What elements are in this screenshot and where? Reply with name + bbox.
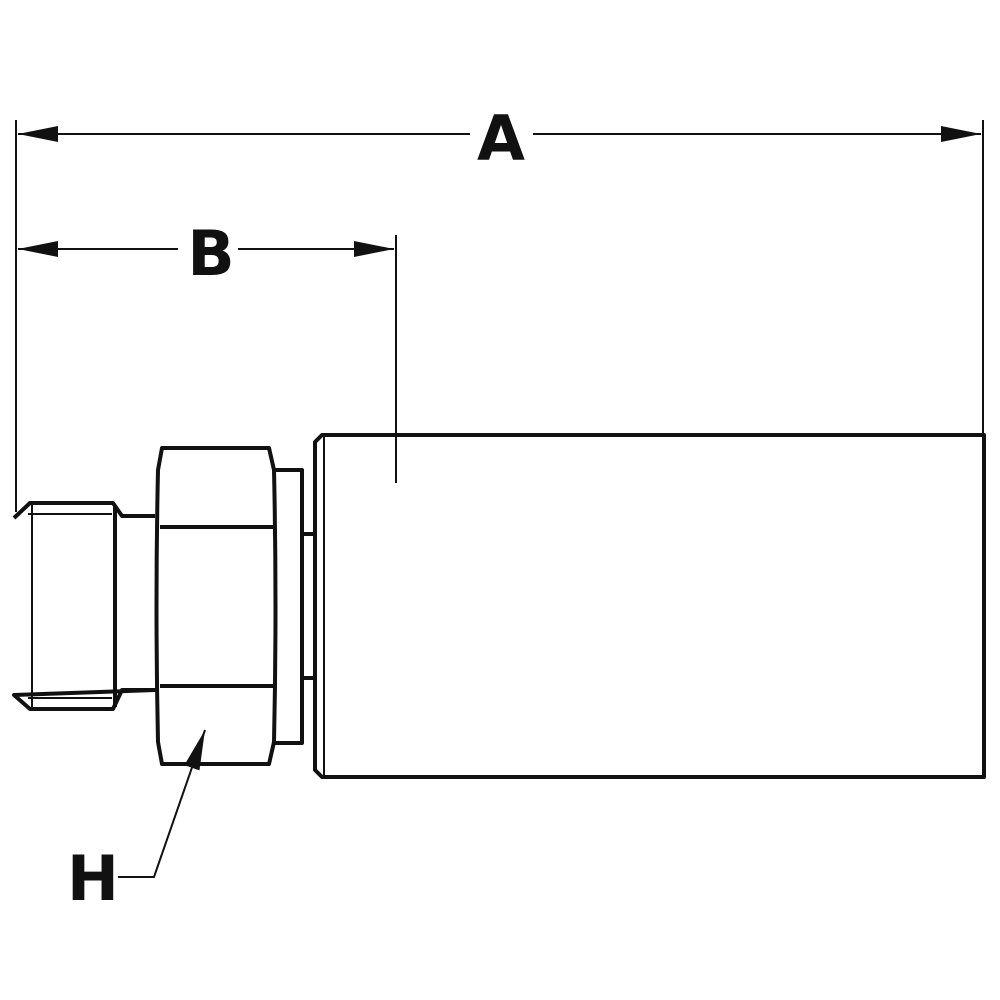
dimension-b: B	[18, 217, 394, 290]
dimension-h: H	[67, 729, 206, 915]
hex-nut	[154, 446, 278, 766]
dimension-b-label: B	[187, 217, 234, 290]
dimension-h-leader	[118, 729, 206, 878]
threaded-end	[12, 501, 157, 711]
extension-lines	[15, 120, 984, 512]
ferrule-body	[313, 433, 986, 779]
dimension-h-label: H	[67, 842, 119, 915]
dimension-a: A	[18, 102, 981, 175]
dimension-a-label: A	[477, 102, 525, 175]
collar	[275, 468, 316, 745]
